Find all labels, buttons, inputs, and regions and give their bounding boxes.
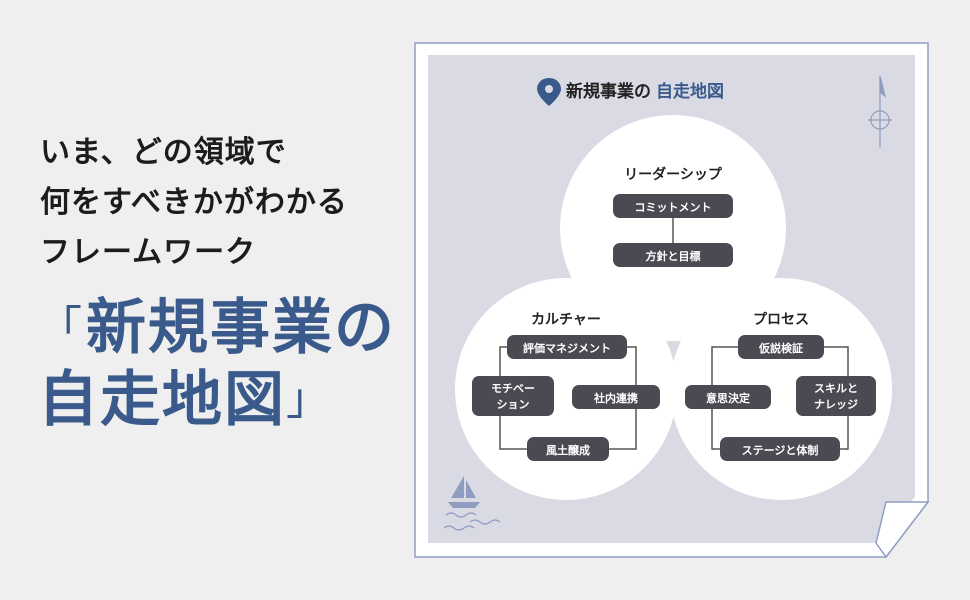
pill-stage-label: ステージと体制 bbox=[742, 443, 819, 457]
tagline-line-3: フレームワーク bbox=[40, 235, 257, 270]
culture-circle bbox=[455, 278, 677, 500]
pill-commitment-label: コミットメント bbox=[635, 201, 712, 214]
map-heading-part1: 新規事業の bbox=[566, 81, 651, 102]
open-bracket: 「 bbox=[38, 302, 84, 353]
map-pin-icon bbox=[537, 78, 561, 106]
tagline-line-2: 何をすべきかがわかる bbox=[40, 185, 348, 220]
main-title: 「新規事業の 自走地図」 bbox=[38, 292, 396, 436]
pill-collaboration-label: 社内連携 bbox=[593, 391, 638, 405]
compass-icon bbox=[868, 75, 892, 148]
pill-motivation-line1: モチベー bbox=[491, 382, 535, 395]
map-heading-part2: 自走地図 bbox=[656, 81, 724, 102]
pill-motivation-line2: ション bbox=[497, 398, 530, 411]
pill-evaluation bbox=[507, 335, 627, 359]
page-curl bbox=[875, 501, 930, 559]
pill-skills bbox=[796, 376, 876, 416]
pill-stage bbox=[720, 437, 840, 461]
main-title-line-1: 「新規事業の bbox=[38, 292, 396, 364]
pill-skills-line1: スキルと bbox=[814, 382, 858, 395]
pill-skills-line2: ナレッジ bbox=[814, 398, 858, 411]
culture-title: カルチャー bbox=[531, 312, 601, 328]
pill-climate-label: 風土醸成 bbox=[546, 443, 590, 457]
leadership-title: リーダーシップ bbox=[624, 166, 723, 183]
pill-policy bbox=[613, 243, 733, 267]
pill-evaluation-label: 評価マネジメント bbox=[523, 341, 611, 355]
pill-collaboration bbox=[572, 385, 660, 409]
main-title-line-2: 自走地図」 bbox=[38, 364, 396, 436]
tagline: いま、どの領域で 何をすべきかがわかる フレームワーク bbox=[40, 128, 348, 278]
sailboat-icon bbox=[443, 476, 501, 531]
pill-climate bbox=[527, 437, 609, 461]
title-line1-text: 新規事業の bbox=[86, 293, 396, 363]
pill-decision-label: 意思決定 bbox=[706, 391, 750, 405]
title-line2-text: 自走地図 bbox=[38, 365, 286, 435]
process-title: プロセス bbox=[753, 312, 809, 328]
tagline-line-1: いま、どの領域で bbox=[40, 135, 287, 170]
pill-hypothesis-label: 仮説検証 bbox=[758, 341, 803, 355]
pill-decision bbox=[685, 385, 771, 409]
close-bracket: 」 bbox=[286, 374, 332, 425]
pill-motivation bbox=[472, 376, 554, 416]
pill-commitment bbox=[613, 194, 733, 218]
pill-policy-label: 方針と目標 bbox=[646, 249, 701, 263]
pill-hypothesis bbox=[738, 335, 824, 359]
